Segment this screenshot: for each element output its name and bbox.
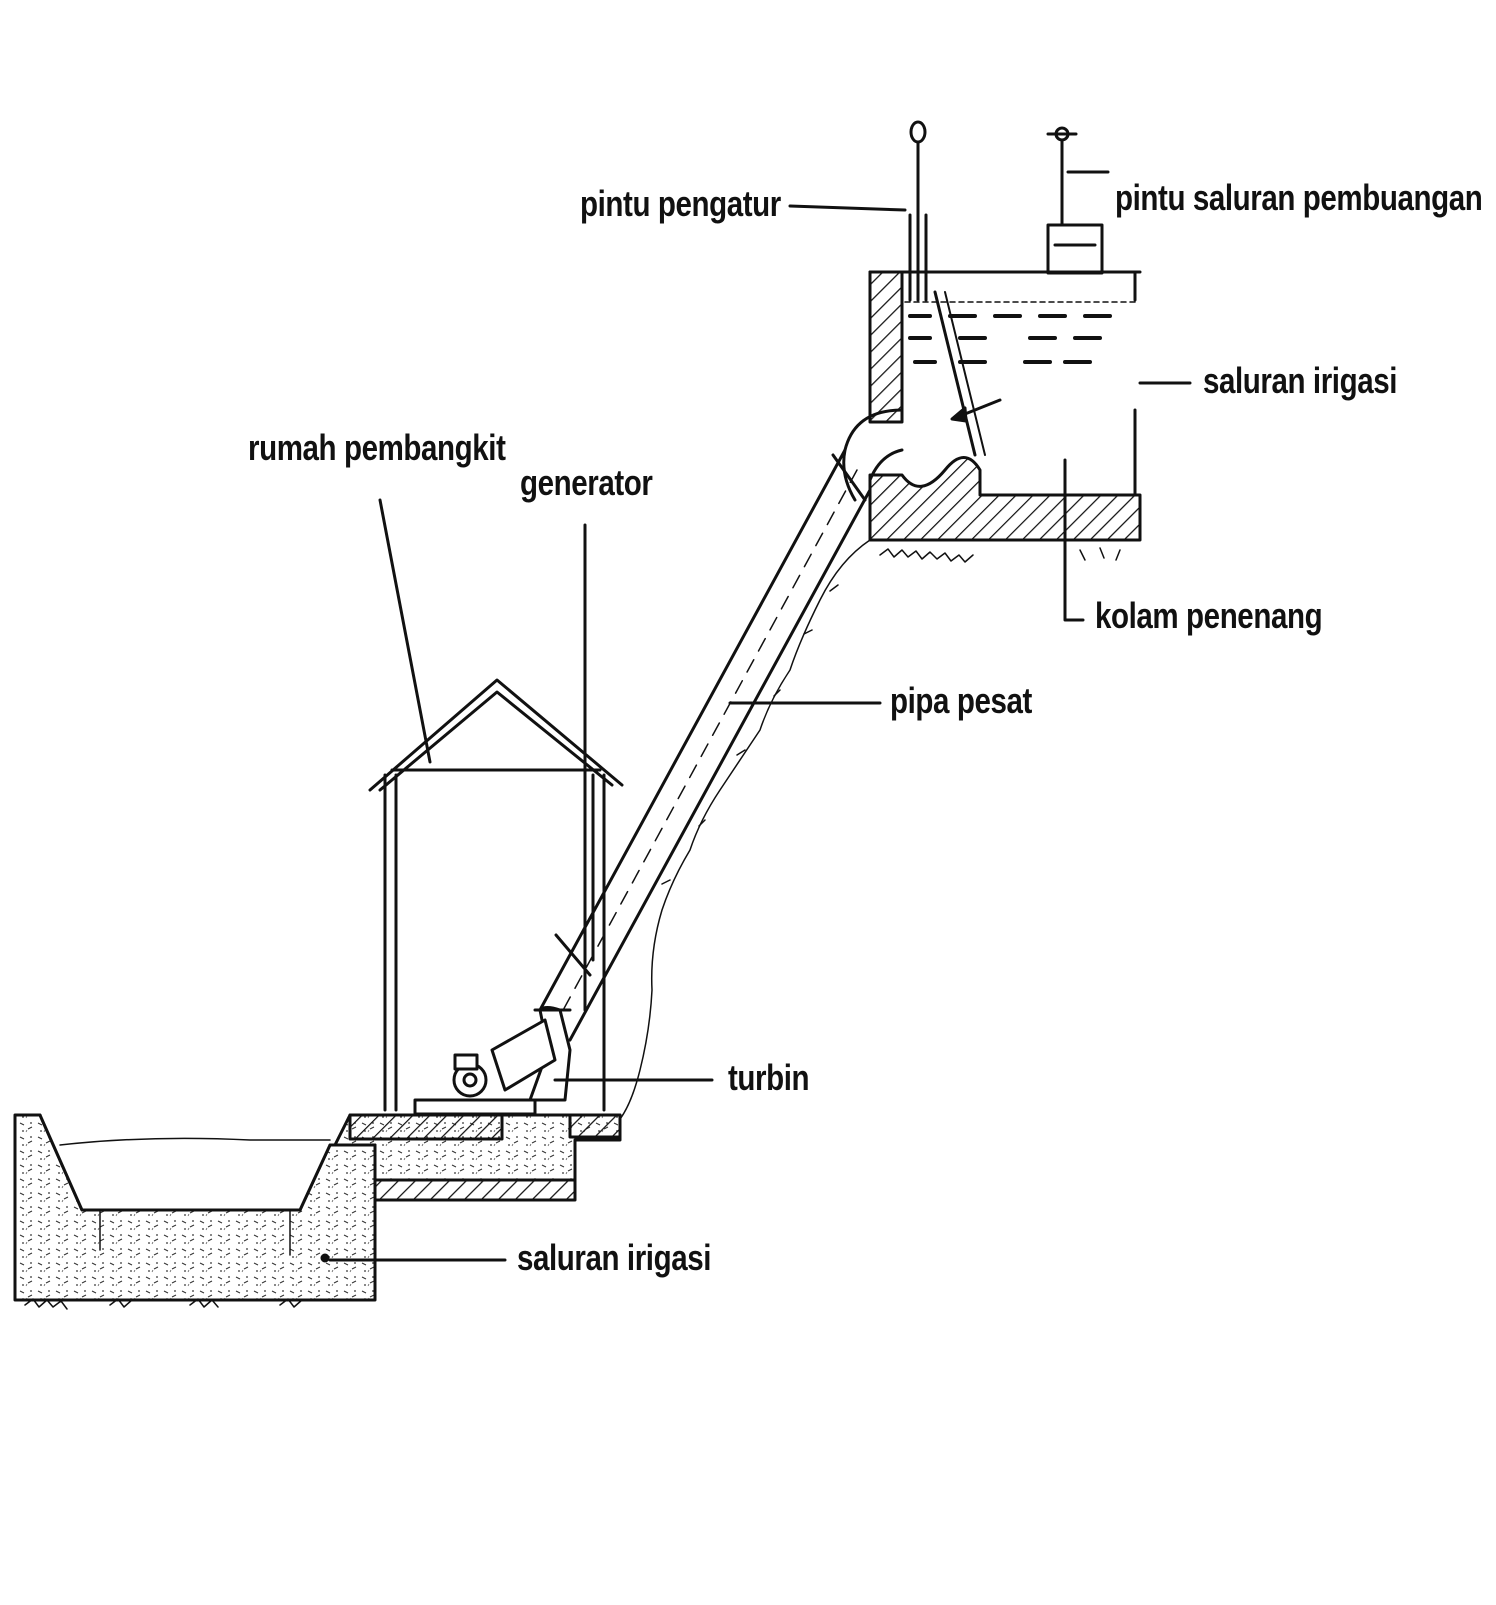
label-saluran-irigasi-bottom: saluran irigasi xyxy=(517,1237,712,1278)
leader-lines xyxy=(328,170,1192,1262)
tailrace-channel xyxy=(13,1113,377,1310)
turbine-unit xyxy=(413,1006,572,1116)
label-kolam-penenang: kolam penenang xyxy=(1095,595,1323,636)
penstock-pipe xyxy=(538,448,872,1126)
leader-pintu-pengatur xyxy=(788,204,907,212)
forebay-tank xyxy=(842,270,1142,563)
label-generator: generator xyxy=(520,462,653,503)
powerhouse-foundation xyxy=(333,1113,622,1202)
spillway-gate xyxy=(1046,126,1104,275)
label-pintu-pengatur: pintu pengatur xyxy=(580,183,781,224)
label-pipa-pesat: pipa pesat xyxy=(890,680,1032,721)
regulating-gate xyxy=(908,120,928,302)
power-house xyxy=(368,678,624,1112)
label-rumah-pembangkit: rumah pembangkit xyxy=(248,427,506,468)
label-turbin: turbin xyxy=(728,1057,810,1098)
label-pintu-saluran-pembuangan: pintu saluran pembuangan xyxy=(1115,177,1483,218)
label-saluran-irigasi-top: saluran irigasi xyxy=(1203,360,1398,401)
leader-rumah-pembangkit xyxy=(378,498,432,764)
leader-kolam-penenang xyxy=(1063,458,1085,622)
